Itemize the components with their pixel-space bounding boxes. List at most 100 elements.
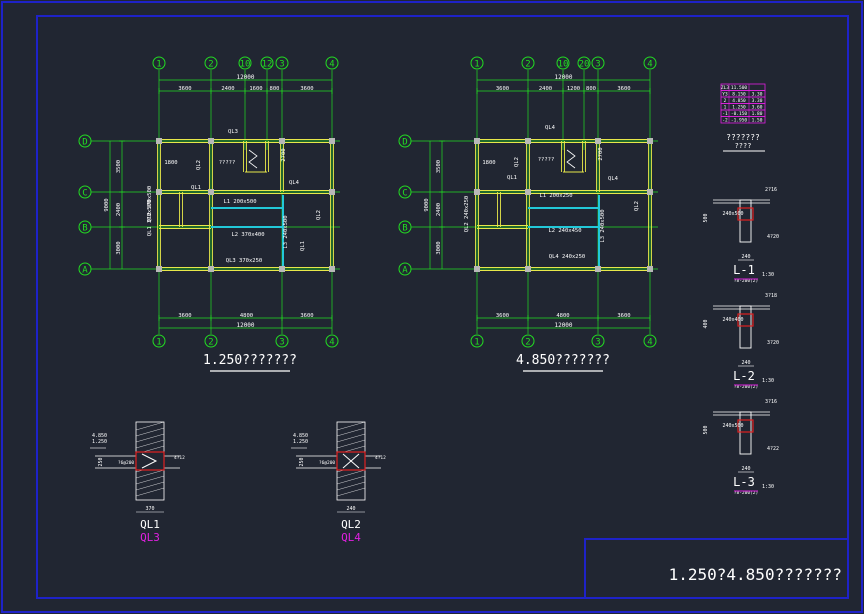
- beam-stirrup: ?8-200(2): [734, 278, 758, 284]
- table-cell: 1.80: [752, 111, 763, 117]
- plan-label-4: QL2 370x500: [147, 186, 153, 222]
- plan-label-6: ?????: [219, 160, 236, 166]
- column: [329, 266, 335, 272]
- top-axis-4-bubble: [325, 56, 339, 70]
- plan-label-6: L1 200x250: [539, 193, 572, 199]
- dim-top-3: 800: [270, 86, 280, 92]
- wall-hatch: [135, 433, 165, 443]
- column: [647, 266, 653, 272]
- plan-label-9: QL4 240x250: [549, 254, 585, 260]
- wall-hatch: [135, 481, 165, 491]
- wall-hatch: [135, 469, 165, 479]
- title-block: [584, 538, 849, 599]
- ring-elev2: 1.250: [92, 439, 107, 445]
- table-cell: 2: [724, 98, 727, 104]
- beam-size: 240x500: [722, 423, 743, 429]
- column: [279, 266, 285, 272]
- bottom-axis-2-label: 2: [525, 338, 530, 348]
- column: [525, 138, 531, 144]
- ring-alt-name: QL3: [140, 531, 160, 544]
- wall-hatch: [336, 475, 366, 485]
- bottom-axis-3-bubble: [275, 334, 289, 348]
- plan-label-4: QL2 240x250: [464, 196, 470, 232]
- beam-rebar-cage: [737, 419, 754, 433]
- column: [208, 138, 214, 144]
- bottom-axis-4-bubble: [643, 334, 657, 348]
- dim-left-1: 2400: [436, 203, 442, 216]
- dim-bottom-1: 4800: [556, 313, 569, 319]
- beam-outline: [739, 411, 752, 455]
- left-axis-A-label: A: [82, 266, 88, 276]
- beam-scale: 1:30: [762, 378, 774, 384]
- top-axis-1-bubble: [152, 56, 166, 70]
- beam-bottom-rebar: 3?20: [767, 340, 779, 346]
- column: [156, 189, 162, 195]
- plan-label-7: L1 200x500: [223, 199, 256, 205]
- plan-label-12: 2700: [598, 147, 604, 160]
- dim-left-2: 3000: [116, 241, 122, 254]
- dim-top-0: 3600: [178, 86, 191, 92]
- top-axis-3-bubble: [591, 56, 605, 70]
- ring-name: QL1: [140, 518, 160, 531]
- beam-size: 240x400: [722, 317, 743, 323]
- ring-elev2: 1.250: [293, 439, 308, 445]
- wall-hatch: [135, 475, 165, 485]
- beam-top-rebar: 3?18: [765, 293, 777, 299]
- dim-bottom-overall: 12000: [236, 322, 254, 329]
- left-axis-B-label: B: [402, 224, 407, 234]
- ring-alt-name: QL4: [341, 531, 361, 544]
- table-cell: -0.150: [731, 111, 748, 117]
- column: [156, 138, 162, 144]
- title-block-text: 1.250?4.850???????: [669, 565, 842, 584]
- wall-hatch: [336, 487, 366, 497]
- top-axis-12-label: 12: [262, 60, 273, 70]
- dim-left-1: 2400: [116, 203, 122, 216]
- dim-left-0: 3500: [436, 160, 442, 173]
- top-axis-10-label: 10: [240, 60, 251, 70]
- column: [279, 138, 285, 144]
- ring-beam-stirrup: [141, 453, 158, 469]
- top-axis-2-bubble: [521, 56, 535, 70]
- bottom-axis-2-bubble: [521, 334, 535, 348]
- table-cell: 3.30: [752, 92, 763, 98]
- top-axis-4-label: 4: [329, 60, 334, 70]
- beam-name: L-3: [733, 475, 755, 489]
- plan-label-5: ?????: [538, 157, 555, 163]
- dim-top-2: 1600: [249, 86, 262, 92]
- top-axis-2-label: 2: [525, 60, 530, 70]
- left-axis-D-label: D: [82, 138, 87, 148]
- wall-hatch: [336, 469, 366, 479]
- top-axis-4-label: 4: [647, 60, 652, 70]
- beam-width: 240: [741, 360, 750, 366]
- beam-outline: [739, 305, 752, 349]
- beam-size: 240x500: [722, 211, 743, 217]
- dim-top-overall: 12000: [236, 74, 254, 81]
- bottom-axis-2-bubble: [204, 334, 218, 348]
- top-axis-20-bubble: [577, 56, 591, 70]
- bottom-axis-1-label: 1: [474, 338, 479, 348]
- beam-outline: [739, 199, 752, 243]
- table-cell: 1.250: [732, 105, 746, 111]
- plan-label-0: QL4: [545, 125, 556, 131]
- top-axis-1-bubble: [470, 56, 484, 70]
- wall-hatch: [135, 421, 165, 431]
- wall-hatch: [336, 427, 366, 437]
- top-axis-10-bubble: [238, 56, 252, 70]
- plan-title: 4.850???????: [516, 353, 610, 368]
- table-cell: 4.850: [732, 98, 746, 104]
- beam-name: L-2: [733, 369, 755, 383]
- plan-label-3: QL4: [608, 176, 619, 182]
- bottom-axis-2-label: 2: [208, 338, 213, 348]
- left-axis-C-label: C: [82, 189, 87, 199]
- plan-label-1: QL2: [514, 157, 520, 167]
- column: [647, 138, 653, 144]
- table-cell: -1.950: [731, 118, 748, 124]
- dim-top-0: 3600: [496, 86, 509, 92]
- dim-top-2: 1200: [567, 86, 580, 92]
- plan-label-10: QL3 370x250: [226, 258, 262, 264]
- top-axis-1-label: 1: [474, 60, 479, 70]
- table-cell: ZL3: [721, 85, 729, 91]
- ring-rebar: 4?12: [375, 455, 386, 461]
